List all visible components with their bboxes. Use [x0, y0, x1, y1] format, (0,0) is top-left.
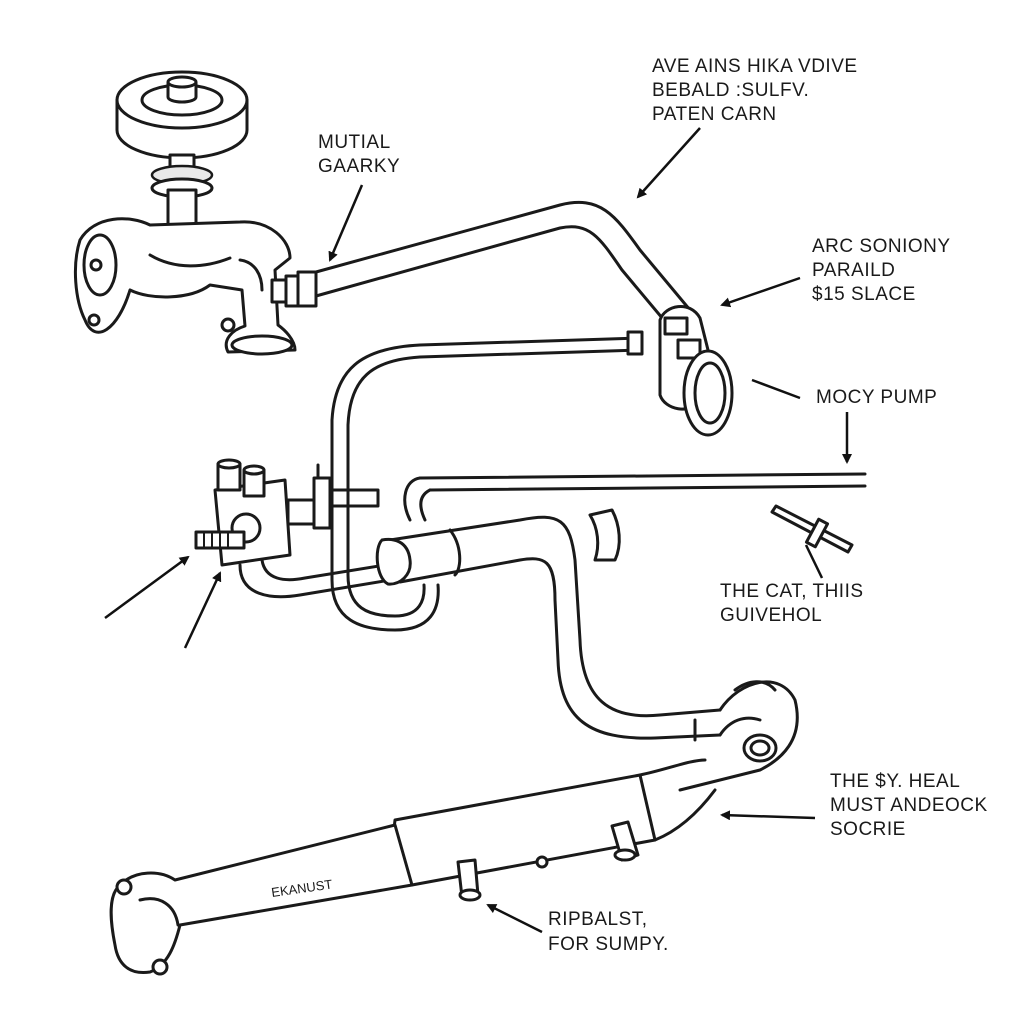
label-line: FOR SUMPY.: [548, 934, 669, 955]
label-ripbalst: RIPBALST, FOR SUMPY.: [548, 909, 669, 955]
label-line: AVE AINS HIKA VDIVE: [652, 56, 858, 77]
small-bolt-part: [770, 504, 854, 554]
callout-arrow-valve-2: [183, 571, 222, 649]
callout-arrow-ripbalst: [486, 903, 543, 934]
label-line: PARAILD: [812, 260, 895, 281]
label-line: RIPBALST,: [548, 909, 648, 930]
label-the-cat: THE CAT, THIIS GUIVEHOL: [720, 581, 864, 626]
callout-arrow-soniony: [720, 276, 801, 308]
callout-arrow-heal: [720, 810, 816, 821]
label-line: THE CAT, THIIS: [720, 581, 864, 602]
label-line: THE $Y. HEAL: [830, 771, 960, 792]
label-mocy-pump: MOCY PUMP: [816, 387, 937, 408]
callout-arrow-pipe: [636, 127, 701, 199]
exhaust-pipe: [109, 823, 414, 976]
pump-fitting: [658, 305, 734, 437]
muffler: [392, 758, 717, 902]
label-line: MUTIAL: [318, 132, 391, 153]
label-line: MOCY PUMP: [816, 387, 937, 408]
manifold-component: [73, 217, 318, 356]
pulley-component: [115, 70, 249, 240]
label-line: SOCRIE: [830, 819, 906, 840]
valve-block: [194, 458, 380, 567]
label-line: GAARKY: [318, 156, 400, 177]
callout-arrow-valve-1: [104, 555, 190, 620]
callout-line-cat: [804, 544, 824, 579]
label-mutial-gaarky: MUTIAL GAARKY: [318, 132, 400, 177]
label-line: PATEN CARN: [652, 104, 777, 125]
label-line: MUST ANDEOCK: [830, 795, 988, 816]
callout-arrow-gaarky: [328, 184, 364, 262]
label-the-sy-heal: THE $Y. HEAL MUST ANDEOCK SOCRIE: [830, 771, 988, 840]
label-line: $15 SLACE: [812, 284, 916, 305]
label-line: BEBALD :SULFV.: [652, 80, 809, 101]
label-line: GUIVEHOL: [720, 605, 822, 626]
callout-line-pump: [751, 378, 801, 400]
label-line: ARC SONIONY: [812, 236, 951, 257]
label-arc-soniony: ARC SONIONY PARAILD $15 SLACE: [812, 236, 951, 305]
label-ave-ains: AVE AINS HIKA VDIVE BEBALD :SULFV. PATEN…: [652, 56, 858, 125]
